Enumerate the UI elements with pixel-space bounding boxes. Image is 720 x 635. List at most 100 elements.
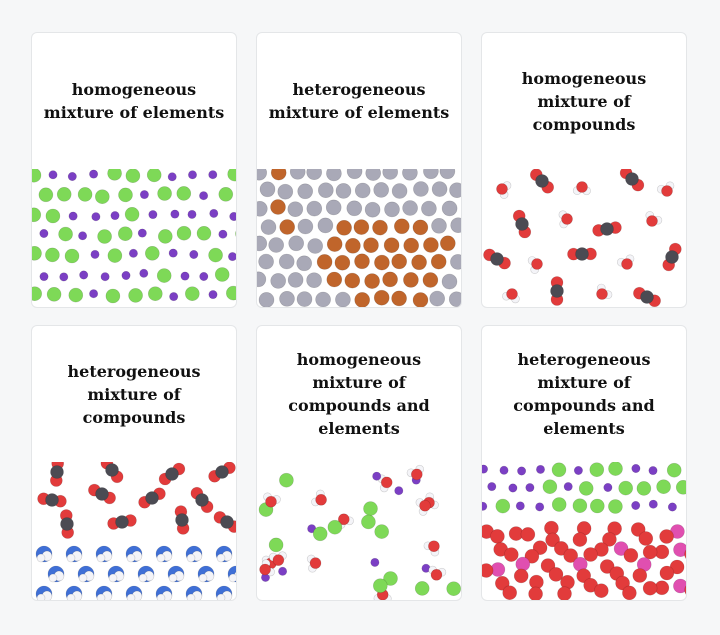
copper-atom bbox=[270, 199, 286, 215]
gray-atom bbox=[423, 169, 439, 180]
green-atom bbox=[495, 498, 511, 514]
label-line: elements bbox=[543, 419, 625, 438]
copper-atom bbox=[422, 272, 439, 288]
diatomic-molecule bbox=[540, 558, 564, 582]
green-atom bbox=[656, 479, 671, 495]
ammonia-molecule bbox=[215, 585, 233, 600]
atom bbox=[494, 576, 510, 591]
green-atom bbox=[148, 286, 163, 301]
green-atom bbox=[327, 519, 343, 535]
diatomic-molecule bbox=[673, 542, 686, 560]
diatomic-molecule bbox=[482, 562, 506, 578]
water-molecule bbox=[423, 540, 440, 557]
oxygen-atom bbox=[661, 185, 673, 197]
green-atom bbox=[128, 288, 143, 303]
gray-atom bbox=[317, 217, 334, 234]
hydrogen-atom bbox=[96, 553, 106, 563]
ammonia-molecule bbox=[227, 565, 236, 583]
particle-scene bbox=[483, 169, 682, 307]
ammonia-molecule bbox=[65, 545, 83, 563]
atom bbox=[545, 532, 560, 548]
green-atom bbox=[118, 187, 133, 203]
purple-atom bbox=[563, 482, 573, 492]
oxygen-atom bbox=[309, 557, 322, 569]
copper-atom bbox=[391, 253, 407, 270]
gray-atom bbox=[335, 291, 351, 307]
hydrogen-atom bbox=[156, 593, 166, 600]
gray-atom bbox=[257, 169, 267, 181]
copper-atom bbox=[336, 219, 352, 236]
label-line: compounds bbox=[82, 407, 186, 427]
label-line: mixture of bbox=[312, 373, 406, 392]
ammonia-molecule bbox=[35, 545, 53, 563]
atom bbox=[599, 559, 615, 574]
gray-atom bbox=[279, 291, 295, 307]
green-atom bbox=[373, 578, 388, 593]
ammonia-molecule bbox=[185, 585, 203, 600]
green-atom bbox=[608, 462, 623, 476]
atom bbox=[632, 568, 648, 583]
diatomic-molecule bbox=[544, 520, 560, 548]
green-atom bbox=[235, 230, 236, 238]
copper-atom bbox=[354, 253, 370, 270]
hydrogen-atom bbox=[138, 573, 148, 583]
hydrogen-atom bbox=[216, 553, 226, 563]
diatomic-molecule bbox=[642, 544, 670, 560]
oxygen-atom bbox=[411, 468, 423, 481]
panel-label: homogeneous mixture of compounds and ele… bbox=[257, 326, 461, 462]
ammonia-molecule bbox=[35, 585, 53, 600]
green-atom bbox=[125, 169, 141, 183]
green-atom bbox=[56, 186, 72, 202]
ammonia-molecule bbox=[215, 545, 233, 563]
oxygen-atom bbox=[428, 540, 440, 552]
diatomic-molecule bbox=[524, 540, 548, 564]
ammonia-molecule bbox=[137, 565, 155, 583]
hydrogen-atom bbox=[108, 573, 118, 583]
green-atom bbox=[118, 226, 133, 241]
purple-atom bbox=[525, 483, 535, 493]
label-line: mixture of bbox=[537, 373, 631, 392]
green-atom bbox=[32, 286, 42, 301]
green-atom bbox=[208, 247, 223, 263]
diatomic-molecule bbox=[557, 575, 575, 600]
green-atom bbox=[68, 287, 84, 303]
purple-atom bbox=[508, 483, 518, 493]
purple-atom bbox=[631, 464, 641, 473]
gray-atom bbox=[268, 237, 285, 253]
diatomic-molecule bbox=[583, 578, 609, 598]
copper-atom bbox=[279, 219, 296, 235]
green-atom bbox=[95, 189, 110, 205]
atom bbox=[502, 585, 518, 600]
atom bbox=[602, 532, 617, 547]
gray-atom bbox=[288, 235, 305, 252]
purple-atom bbox=[121, 271, 131, 281]
purple-atom bbox=[139, 190, 149, 200]
gray-atom bbox=[306, 200, 323, 217]
purple-atom bbox=[228, 252, 236, 262]
particle-scene bbox=[258, 464, 461, 600]
diatomic-molecule bbox=[482, 524, 505, 544]
co2-molecule bbox=[619, 169, 645, 192]
copper-atom bbox=[353, 219, 370, 235]
carbon-atom bbox=[490, 252, 504, 266]
atom bbox=[594, 583, 609, 598]
gray-atom bbox=[260, 219, 277, 235]
ammonia-molecule bbox=[167, 565, 185, 583]
diatomic-molecule bbox=[573, 557, 591, 583]
hydrogen-atom bbox=[216, 593, 226, 600]
label-line: mixture of elements bbox=[268, 103, 450, 122]
purple-atom bbox=[170, 209, 180, 219]
hydrogen-atom bbox=[48, 573, 58, 583]
atom bbox=[513, 568, 529, 584]
co2-molecule bbox=[592, 221, 622, 237]
diatomic-molecule bbox=[673, 578, 686, 595]
purple-atom bbox=[189, 250, 199, 260]
gray-atom bbox=[278, 253, 295, 270]
green-atom bbox=[374, 524, 389, 539]
purple-atom bbox=[148, 210, 158, 220]
atom bbox=[673, 578, 686, 594]
oxygen-atom bbox=[576, 181, 588, 193]
green-atom bbox=[105, 288, 121, 304]
atom bbox=[503, 547, 519, 562]
oxygen-atom bbox=[315, 493, 327, 506]
